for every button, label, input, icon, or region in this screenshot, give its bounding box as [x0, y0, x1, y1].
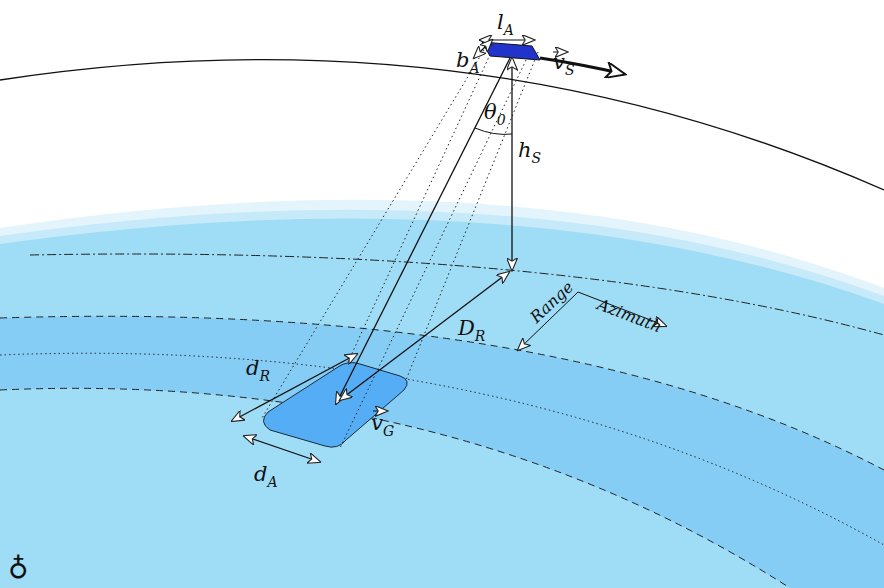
height-label: hS [518, 140, 541, 161]
ground-range-label: DR [458, 318, 485, 339]
atmosphere-inner [0, 210, 884, 588]
swath-edge [0, 388, 790, 588]
subscript: A [267, 474, 277, 490]
range-extent-arrow [232, 354, 357, 421]
symbol: θ [484, 100, 497, 124]
subscript: R [475, 328, 486, 344]
subscript: S [565, 62, 575, 78]
symbol: d [246, 356, 259, 380]
orbit-line [0, 60, 884, 190]
antenna-length-arrow [480, 39, 534, 40]
boresight-arrow [336, 58, 510, 404]
subscript: A [504, 22, 514, 38]
ground-velocity-label: vG [371, 413, 394, 434]
satellite-velocity-label: vS [553, 52, 574, 73]
swath-band [0, 316, 884, 588]
antenna-width-arrow [474, 40, 492, 58]
satellite-antenna [482, 42, 540, 60]
antenna-width-label: bA [456, 50, 480, 71]
subscript: 0 [497, 112, 506, 128]
antenna-length-label: lA [497, 12, 514, 33]
symbol: v [553, 50, 565, 74]
symbol: l [497, 10, 504, 34]
range-extent-label: dR [246, 358, 270, 379]
symbol: d [254, 462, 267, 486]
azimuth-extent-label: dA [254, 464, 278, 485]
beam-edges [262, 46, 538, 448]
antenna-footprint [263, 363, 407, 448]
nadir-track [30, 254, 884, 335]
ground-range-arrow [340, 272, 509, 400]
angle-arc [475, 128, 512, 134]
symbol: b [456, 48, 469, 72]
height-arrow [511, 58, 512, 270]
azimuth-extent-arrow [244, 436, 320, 462]
subscript: A [469, 60, 479, 76]
velocity-arrow [540, 58, 624, 74]
atmosphere-outer [0, 200, 884, 588]
swath-edge [0, 316, 884, 470]
symbol: h [518, 138, 532, 162]
subscript: R [259, 368, 270, 384]
subscript: G [383, 423, 394, 439]
swath-centre [0, 353, 884, 545]
symbol: v [371, 411, 383, 435]
planet-surface [0, 219, 884, 588]
look-angle-label: θ0 [484, 102, 506, 123]
subscript: S [532, 150, 542, 166]
symbol: D [458, 316, 475, 340]
planet-symbol: ♁ [8, 552, 28, 580]
